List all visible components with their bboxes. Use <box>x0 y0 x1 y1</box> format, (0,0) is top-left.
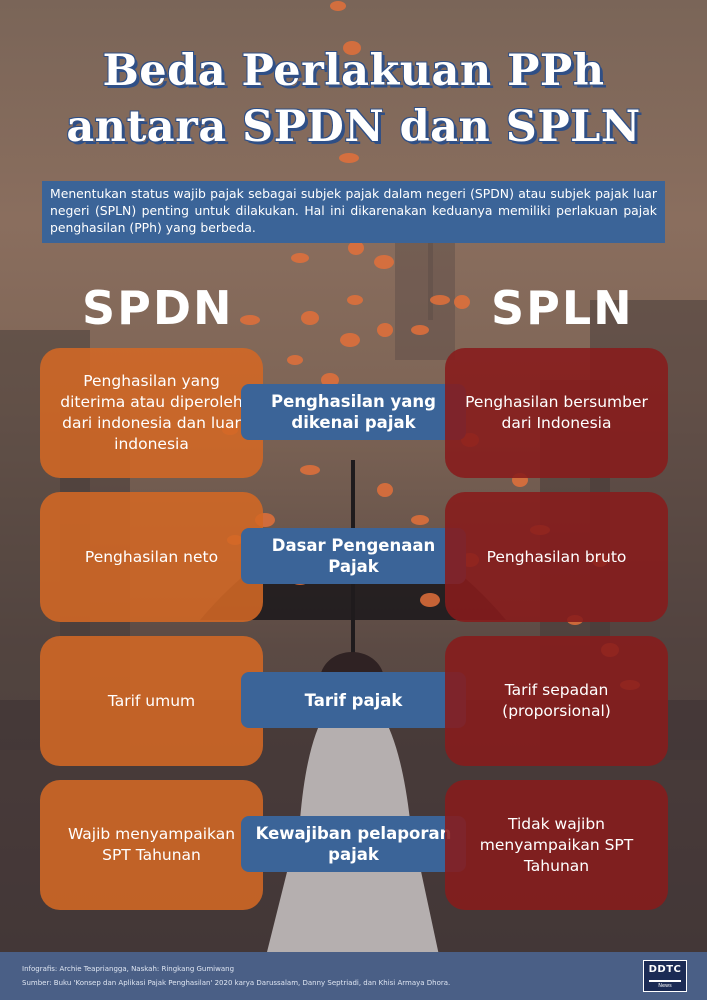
spln-heading: SPLN <box>491 281 634 335</box>
spdn-card-income: Penghasilan yang diterima atau diperoleh… <box>40 348 263 478</box>
coin <box>339 153 359 163</box>
coin <box>420 593 440 607</box>
category-income: Penghasilan yang dikenai pajak <box>241 384 466 440</box>
coin <box>291 253 309 263</box>
coin <box>287 355 303 365</box>
coin <box>300 465 320 475</box>
spln-card-tax-base: Penghasilan bruto <box>445 492 668 622</box>
coin <box>330 1 346 11</box>
category-tax-rate: Tarif pajak <box>241 672 466 728</box>
footer: Infografis: Archie Teapriangga, Naskah: … <box>0 952 707 1000</box>
spln-card-tax-rate: Tarif sepadan (proporsional) <box>445 636 668 766</box>
coin <box>347 295 363 305</box>
category-tax-base: Dasar Pengenaan Pajak <box>241 528 466 584</box>
spdn-heading: SPDN <box>82 281 234 335</box>
credits-text: Infografis: Archie Teapriangga, Naskah: … <box>22 965 235 973</box>
title-line-2: antara SPDN dan SPLN <box>66 102 641 152</box>
spdn-card-reporting: Wajib menyampaikan SPT Tahunan <box>40 780 263 910</box>
coin <box>411 515 429 525</box>
spln-card-income: Penghasilan bersumber dari Indonesia <box>445 348 668 478</box>
coin <box>454 295 470 309</box>
intro-text: Menentukan status wajib pajak sebagai su… <box>42 181 665 243</box>
spdn-card-tax-rate: Tarif umum <box>40 636 263 766</box>
coin <box>240 315 260 325</box>
logo-text: DDTC <box>648 964 682 975</box>
source-text: Sumber: Buku 'Konsep dan Aplikasi Pajak … <box>22 979 451 987</box>
spdn-card-tax-base: Penghasilan neto <box>40 492 263 622</box>
coin <box>321 373 339 387</box>
coin <box>374 255 394 269</box>
category-reporting: Kewajiban pelaporan pajak <box>241 816 466 872</box>
coin <box>430 295 450 305</box>
ddtc-logo: DDTC News <box>643 960 687 992</box>
coin <box>301 311 319 325</box>
logo-subtext: News <box>658 983 672 989</box>
coin <box>377 483 393 497</box>
coin <box>343 41 361 55</box>
spln-card-reporting: Tidak wajibn menyampaikan SPT Tahunan <box>445 780 668 910</box>
title-line-1: Beda Perlakuan PPh <box>102 46 605 96</box>
coin <box>340 333 360 347</box>
coin <box>348 241 364 255</box>
coin <box>411 325 429 335</box>
coin <box>377 323 393 337</box>
